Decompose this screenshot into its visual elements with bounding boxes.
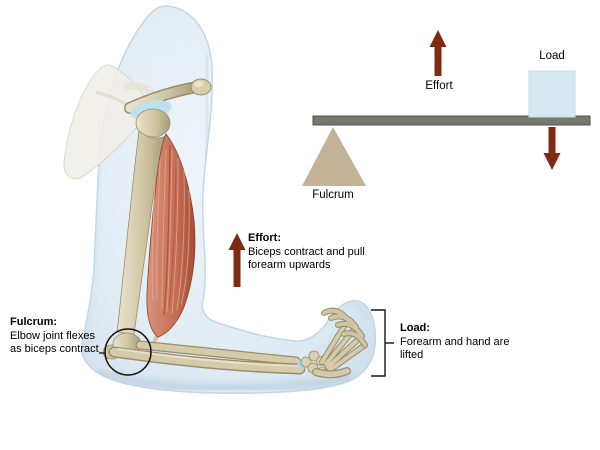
forearm-bones (108, 340, 309, 375)
effort-annotation-heading: Effort: (248, 232, 281, 244)
elbow-circle-annotation (104, 328, 152, 376)
fulcrum-annotation-line2: as biceps contract (10, 343, 99, 355)
clavicle-bone (124, 78, 212, 114)
lever-effort-label: Effort (425, 80, 453, 92)
biceps-effort-arrow-icon (228, 233, 246, 287)
load-bracket (371, 309, 394, 377)
fulcrum-annotation-heading: Fulcrum: (10, 316, 58, 328)
load-box (528, 70, 576, 118)
fulcrum-annotation-line1: Elbow joint flexes (10, 329, 95, 342)
effort-annotation-line1: Biceps contract and pull (248, 245, 365, 258)
hand-bones (300, 307, 368, 379)
effort-annotation-line2: forearm upwards (248, 259, 331, 271)
fulcrum-annotation: Fulcrum: Elbow joint flexes as biceps co… (10, 316, 99, 357)
lever-load-label: Load (539, 50, 565, 62)
lever-bar (312, 115, 591, 126)
fulcrum-triangle (302, 127, 366, 186)
load-annotation: Load: Forearm and hand are lifted (400, 322, 509, 363)
lever-fulcrum-label: Fulcrum (312, 189, 354, 201)
load-annotation-line2: lifted (400, 349, 424, 361)
load-annotation-heading: Load: (400, 322, 430, 334)
effort-annotation: Effort: Biceps contract and pull forearm… (248, 232, 365, 273)
load-down-arrow-icon (543, 127, 561, 170)
effort-up-arrow-icon (429, 30, 447, 76)
load-annotation-line1: Forearm and hand are (400, 335, 510, 348)
